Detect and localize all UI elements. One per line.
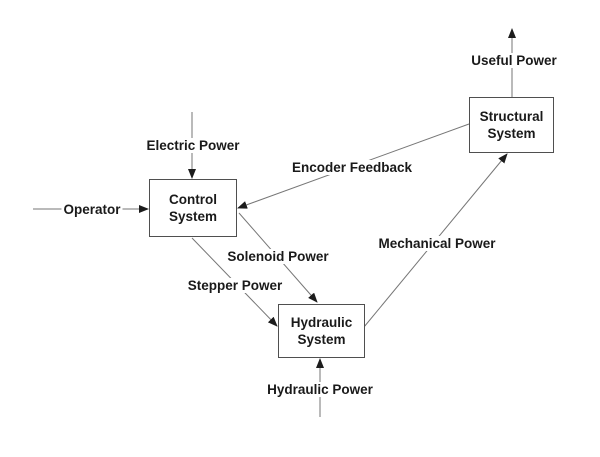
- stepper-power-label: Stepper Power: [185, 278, 285, 293]
- hydraulic-system-box: Hydraulic System: [278, 304, 365, 358]
- mechanical-power-label: Mechanical Power: [376, 236, 498, 251]
- control-system-label: Control System: [168, 192, 218, 224]
- hydraulic-system-label: Hydraulic System: [290, 315, 353, 347]
- useful-power-label: Useful Power: [469, 53, 559, 68]
- structural-system-box: Structural System: [469, 97, 554, 153]
- structural-system-label: Structural System: [479, 109, 544, 141]
- electric-power-label: Electric Power: [144, 138, 242, 153]
- encoder-feedback-label: Encoder Feedback: [289, 160, 415, 175]
- operator-label: Operator: [61, 202, 123, 217]
- solenoid-power-label: Solenoid Power: [225, 249, 331, 264]
- hydraulic-power-label: Hydraulic Power: [265, 382, 375, 397]
- control-system-box: Control System: [149, 179, 237, 237]
